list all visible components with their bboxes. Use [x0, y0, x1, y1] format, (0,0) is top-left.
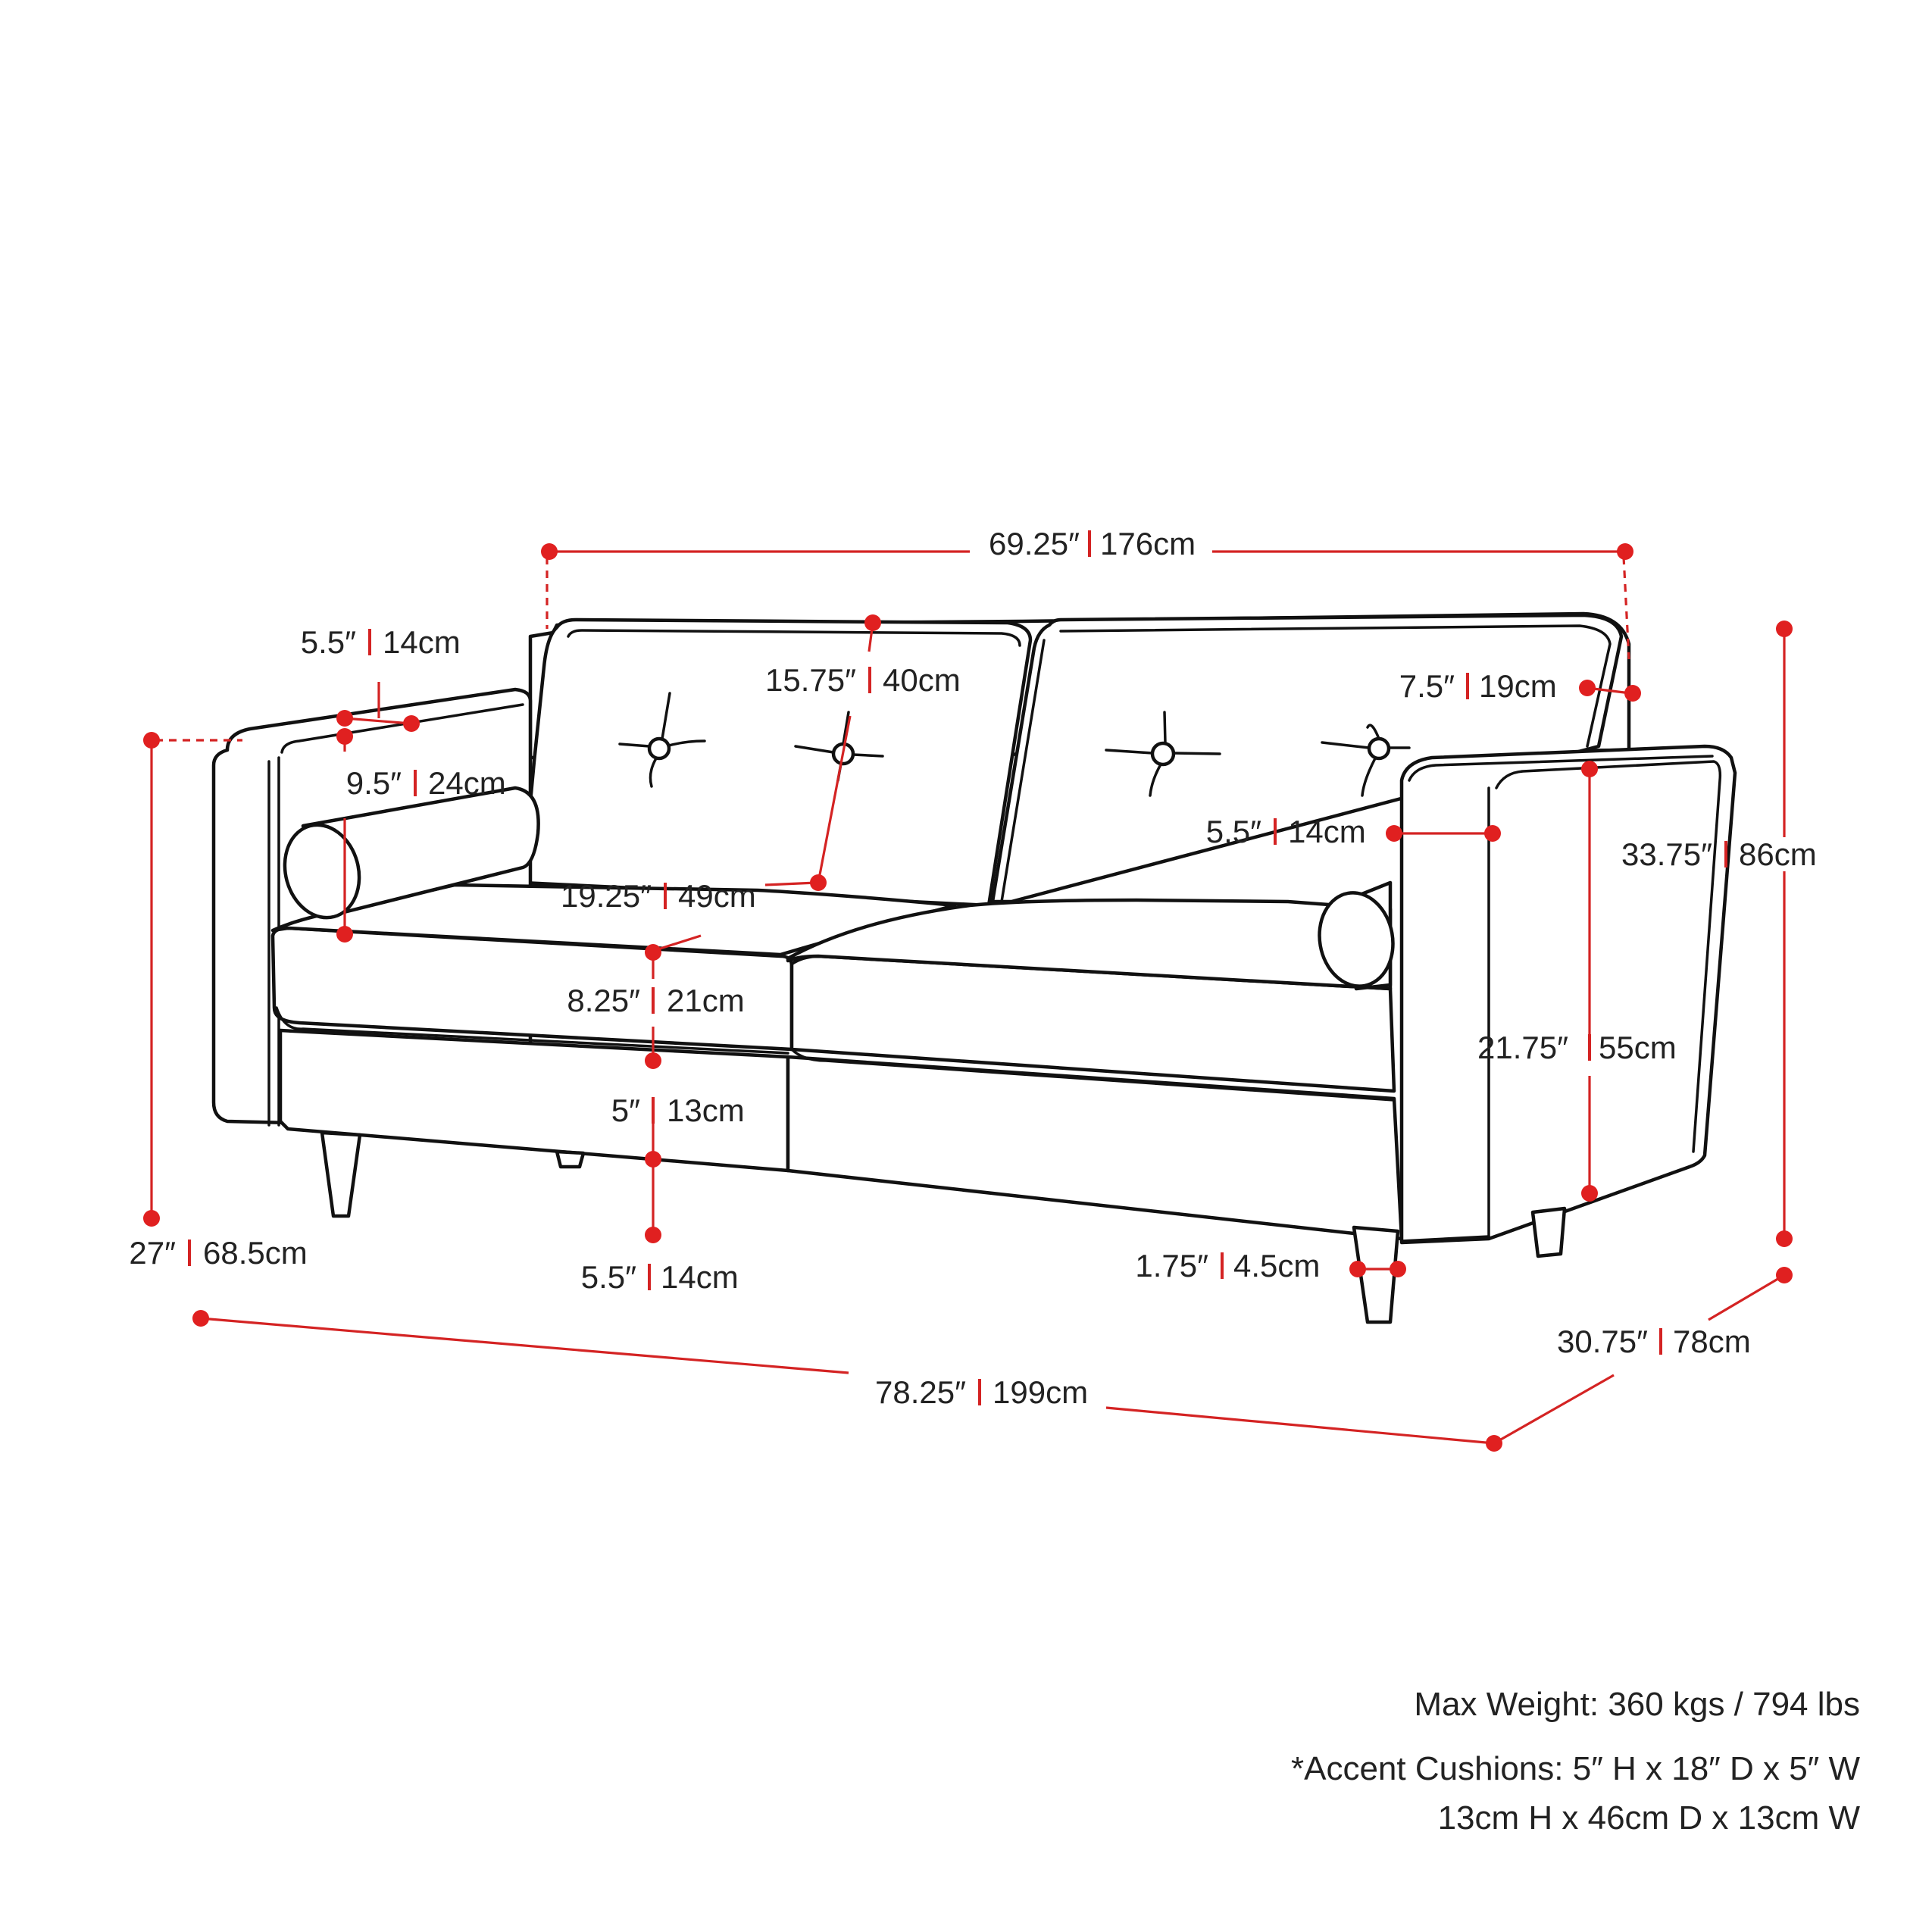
dim-label-seat-depth: 19.25″ 49cm [561, 878, 756, 914]
accent-cushion-note-cm: 13cm H x 46cm D x 13cm W [1437, 1799, 1860, 1837]
dim-base-height-cm: 13cm [667, 1093, 745, 1128]
seat-base-left [278, 1028, 790, 1173]
dimension-marker-dots [143, 543, 1793, 1452]
dim-cushion-height-cm: 21cm [667, 983, 745, 1018]
dim-label-back-width: 69.25″ 176cm [989, 526, 1196, 561]
dim-label-depth: 30.75″ 78cm [1557, 1324, 1751, 1359]
dim-leg-width-cm: 4.5cm [1233, 1248, 1320, 1283]
accent-cushion-left [283, 786, 540, 920]
dim-arm-width-in: 5.5″ [301, 624, 356, 660]
dim-label-cushion-height: 8.25″ 21cm [567, 983, 744, 1018]
dim-total-width-cm: 199cm [993, 1374, 1088, 1410]
dim-back-thickness-in: 7.5″ [1399, 668, 1455, 704]
seat-top-right [786, 898, 1393, 991]
accent-cushion-note-in: *Accent Cushions: 5″ H x 18″ D x 5″ W [1290, 1750, 1860, 1787]
dim-arm-floor-in: 21.75″ [1477, 1030, 1568, 1065]
back-cushion-right [990, 613, 1624, 904]
dim-arm-floor-cm: 55cm [1599, 1030, 1677, 1065]
dim-label-base-height: 5″ 13cm [611, 1093, 745, 1128]
dim-leg-width-in: 1.75″ [1135, 1248, 1208, 1283]
dim-label-leg-height: 5.5″ 14cm [581, 1259, 739, 1295]
dim-leg-height-in: 5.5″ [581, 1259, 636, 1295]
dim-cushion-height-in: 8.25″ [567, 983, 640, 1018]
dim-arm-inner-in: 5.5″ [1206, 814, 1261, 849]
dim-back-cushion-in: 15.75″ [765, 662, 856, 698]
dim-depth-in: 30.75″ [1557, 1324, 1648, 1359]
dim-label-back-thickness: 7.5″ 19cm [1399, 668, 1557, 704]
dim-seat-depth-cm: 49cm [678, 878, 756, 914]
dim-base-height-in: 5″ [611, 1093, 640, 1128]
dim-total-height-cm: 86cm [1739, 836, 1817, 872]
sofa-drawing [211, 611, 1737, 1324]
leg-front-right [1352, 1225, 1400, 1324]
max-weight-note: Max Weight: 360 kgs / 794 lbs [1414, 1686, 1860, 1723]
dim-label-arm-inner: 5.5″ 14cm [1206, 814, 1366, 849]
dim-arm-inner-cm: 14cm [1288, 814, 1366, 849]
dim-label-total-width: 78.25″ 199cm [875, 1374, 1088, 1410]
dim-back-thickness-cm: 19cm [1479, 668, 1557, 704]
dim-seat-depth-in: 19.25″ [561, 878, 652, 914]
dim-arm-total-in: 27″ [129, 1235, 176, 1271]
dim-label-arm-height: 9.5″ 24cm [346, 765, 506, 801]
dim-arm-height-cm: 24cm [428, 765, 506, 801]
dim-arm-total-cm: 68.5cm [203, 1235, 308, 1271]
dim-back-width-in: 69.25″ [989, 526, 1080, 561]
leg-front-left [320, 1130, 362, 1218]
dim-arm-height-in: 9.5″ [346, 765, 402, 801]
dim-label-leg-width: 1.75″ 4.5cm [1135, 1248, 1320, 1283]
dim-label-arm-width: 5.5″ 14cm [301, 624, 461, 660]
dim-depth-cm: 78cm [1673, 1324, 1751, 1359]
leg-back-left [555, 1149, 586, 1169]
dim-leg-height-cm: 14cm [661, 1259, 739, 1295]
dim-total-width-in: 78.25″ [875, 1374, 966, 1410]
right-arm [1399, 744, 1737, 1245]
dim-arm-width-cm: 14cm [383, 624, 461, 660]
dim-back-width-cm: 176cm [1100, 526, 1196, 561]
dim-label-back-cushion: 15.75″ 40cm [765, 662, 961, 698]
dim-label-total-height: 33.75″ 86cm [1621, 836, 1817, 872]
dim-total-height-in: 33.75″ [1621, 836, 1712, 872]
dim-label-arm-floor: 21.75″ 55cm [1477, 1030, 1677, 1065]
back-cushion-left [521, 617, 1033, 908]
accent-cushion-right [1318, 880, 1395, 991]
tufting-buttons [618, 692, 1411, 797]
dim-back-cushion-cm: 40cm [883, 662, 961, 698]
dim-label-arm-total: 27″ 68.5cm [129, 1235, 307, 1271]
dimension-lines [150, 550, 1786, 1445]
leg-back-right [1530, 1206, 1567, 1258]
